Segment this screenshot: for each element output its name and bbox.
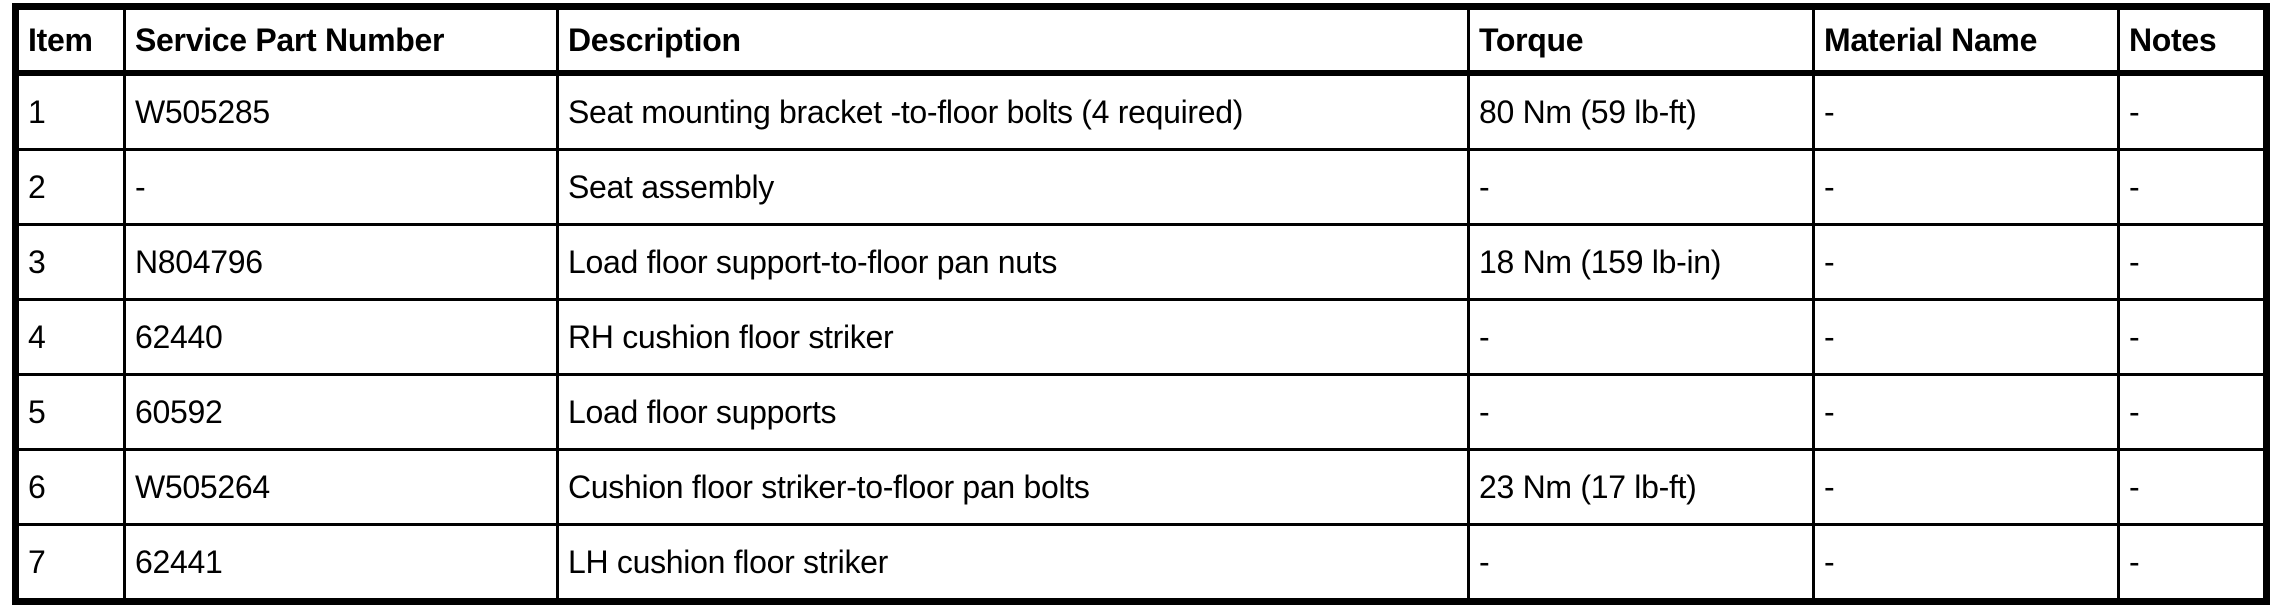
column-header-item: Item (14, 5, 126, 76)
cell-service-part-number: W505285 (123, 71, 559, 151)
table-row: 4 62440 RH cushion floor striker - - - (14, 298, 2268, 376)
cell-material-name: - (1812, 523, 2120, 603)
table-header-row: Item Service Part Number Description Tor… (14, 5, 2268, 76)
table-row: 2 - Seat assembly - - - (14, 148, 2268, 226)
cell-torque: - (1467, 373, 1815, 451)
cell-notes: - (2117, 148, 2268, 226)
cell-notes: - (2117, 448, 2268, 526)
cell-description: RH cushion floor striker (556, 298, 1470, 376)
cell-material-name: - (1812, 373, 2120, 451)
cell-torque: 23 Nm (17 lb-ft) (1467, 448, 1815, 526)
cell-service-part-number: 60592 (123, 373, 559, 451)
cell-torque: - (1467, 298, 1815, 376)
cell-description: LH cushion floor striker (556, 523, 1470, 603)
cell-notes: - (2117, 71, 2268, 151)
cell-service-part-number: N804796 (123, 223, 559, 301)
table-row: 3 N804796 Load floor support-to-floor pa… (14, 223, 2268, 301)
table-row: 5 60592 Load floor supports - - - (14, 373, 2268, 451)
cell-item: 3 (14, 223, 126, 301)
cell-item: 7 (14, 523, 126, 603)
cell-notes: - (2117, 223, 2268, 301)
cell-notes: - (2117, 373, 2268, 451)
cell-description: Load floor supports (556, 373, 1470, 451)
cell-torque: 80 Nm (59 lb-ft) (1467, 71, 1815, 151)
cell-service-part-number: 62441 (123, 523, 559, 603)
cell-item: 6 (14, 448, 126, 526)
parts-torque-table: Item Service Part Number Description Tor… (12, 3, 2270, 605)
cell-item: 4 (14, 298, 126, 376)
cell-material-name: - (1812, 223, 2120, 301)
cell-material-name: - (1812, 448, 2120, 526)
cell-torque: - (1467, 148, 1815, 226)
cell-service-part-number: 62440 (123, 298, 559, 376)
cell-item: 2 (14, 148, 126, 226)
cell-description: Seat assembly (556, 148, 1470, 226)
column-header-service-part-number: Service Part Number (123, 5, 559, 76)
cell-service-part-number: W505264 (123, 448, 559, 526)
cell-torque: 18 Nm (159 lb-in) (1467, 223, 1815, 301)
cell-torque: - (1467, 523, 1815, 603)
table-row: 1 W505285 Seat mounting bracket -to-floo… (14, 71, 2268, 151)
cell-material-name: - (1812, 298, 2120, 376)
cell-item: 5 (14, 373, 126, 451)
cell-notes: - (2117, 523, 2268, 603)
column-header-torque: Torque (1467, 5, 1815, 76)
column-header-description: Description (556, 5, 1470, 76)
cell-description: Cushion floor striker-to-floor pan bolts (556, 448, 1470, 526)
column-header-material-name: Material Name (1812, 5, 2120, 76)
cell-description: Load floor support-to-floor pan nuts (556, 223, 1470, 301)
cell-item: 1 (14, 71, 126, 151)
cell-material-name: - (1812, 71, 2120, 151)
table-row: 6 W505264 Cushion floor striker-to-floor… (14, 448, 2268, 526)
cell-notes: - (2117, 298, 2268, 376)
cell-service-part-number: - (123, 148, 559, 226)
cell-description: Seat mounting bracket -to-floor bolts (4… (556, 71, 1470, 151)
cell-material-name: - (1812, 148, 2120, 226)
table-row: 7 62441 LH cushion floor striker - - - (14, 523, 2268, 603)
column-header-notes: Notes (2117, 5, 2268, 76)
